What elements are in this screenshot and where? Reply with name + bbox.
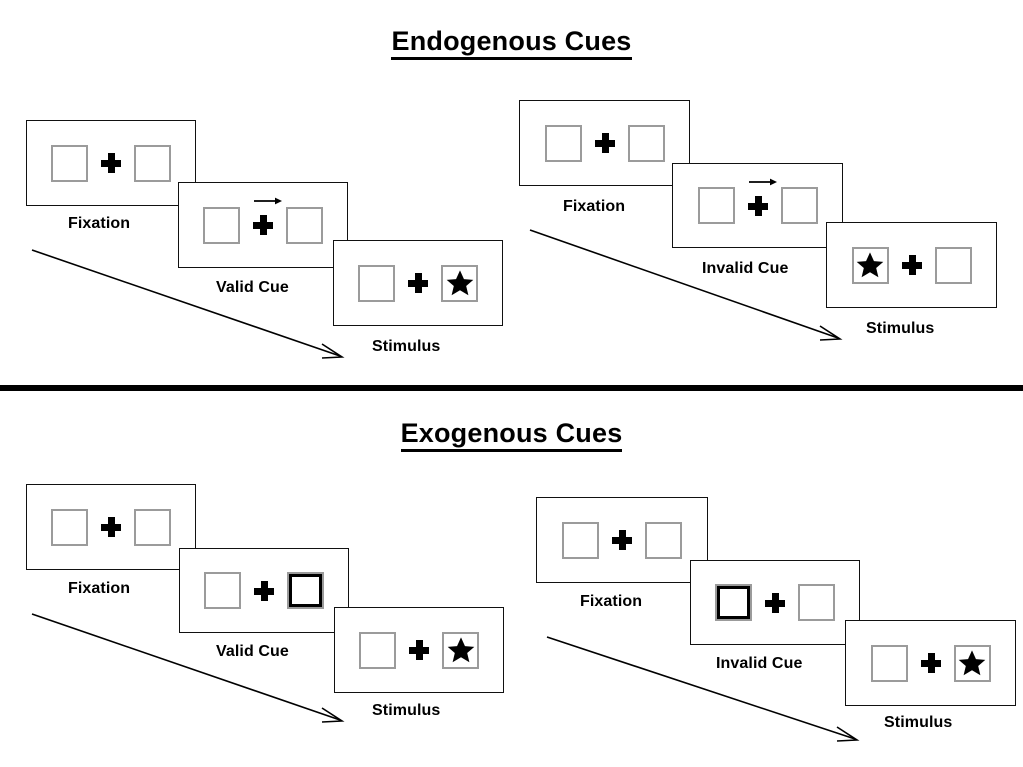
caption-endogenous-valid-fixation: Fixation xyxy=(68,215,131,232)
stimulus-box-right xyxy=(441,264,478,302)
section-title-endogenous-text: Endogenous Cues xyxy=(391,26,632,60)
flow-arrow-exogenous-invalid xyxy=(546,636,860,742)
caption-endogenous-valid-cue: Valid Cue xyxy=(216,279,289,296)
fixation-wrap xyxy=(747,178,777,216)
star-target-icon xyxy=(958,650,986,676)
caption-exogenous-valid-fixation: Fixation xyxy=(68,580,131,597)
star-target-icon xyxy=(447,637,474,663)
panel-exogenous-invalid-fixation xyxy=(536,497,708,583)
stimulus-box-right xyxy=(645,521,682,559)
stimulus-box-left xyxy=(359,631,396,669)
fixation-wrap xyxy=(408,273,428,293)
panel-endogenous-invalid-stimulus xyxy=(826,222,997,308)
caption-exogenous-valid-stimulus: Stimulus xyxy=(372,702,441,719)
fixation-wrap xyxy=(920,653,941,673)
panel-exogenous-valid-cue xyxy=(179,548,349,633)
fixation-wrap xyxy=(101,517,121,537)
caption-exogenous-invalid-stimulus: Stimulus xyxy=(884,714,953,731)
stimulus-box-left xyxy=(562,521,599,559)
fixation-cross-icon xyxy=(101,153,121,173)
stimulus-box-right xyxy=(934,246,972,284)
stimulus-box-left xyxy=(544,124,582,162)
fixation-wrap xyxy=(594,133,615,153)
stimulus-box-right xyxy=(134,508,171,546)
section-title-exogenous: Exogenous Cues xyxy=(0,418,1023,452)
fixation-cross-icon xyxy=(594,133,615,153)
stimulus-box-left xyxy=(51,508,88,546)
panel-endogenous-invalid-fixation xyxy=(519,100,690,186)
fixation-cross-icon xyxy=(920,653,941,673)
panel-endogenous-valid-stimulus xyxy=(333,240,503,326)
flow-arrow-exogenous-valid xyxy=(31,613,345,723)
caption-endogenous-invalid-stimulus: Stimulus xyxy=(866,320,935,337)
stimulus-box-right xyxy=(798,584,835,621)
stimulus-box-left xyxy=(51,144,88,182)
flow-arrow-endogenous-valid xyxy=(31,249,345,359)
caption-exogenous-invalid-fixation: Fixation xyxy=(580,593,643,610)
stimulus-box-right xyxy=(286,206,323,244)
stimulus-box-right xyxy=(442,631,479,669)
fixation-cross-icon xyxy=(254,580,274,601)
fixation-cross-icon xyxy=(765,592,785,613)
panel-exogenous-invalid-stimulus xyxy=(845,620,1016,706)
panel-exogenous-valid-fixation xyxy=(26,484,196,570)
section-title-endogenous: Endogenous Cues xyxy=(0,26,1023,60)
caption-exogenous-invalid-cue: Invalid Cue xyxy=(716,655,803,672)
section-title-exogenous-text: Exogenous Cues xyxy=(400,418,623,452)
cue-arrow-right-icon xyxy=(254,197,282,205)
stimulus-box-left xyxy=(204,572,241,609)
stimulus-box-right-cued xyxy=(287,572,324,609)
fixation-cross-icon xyxy=(901,255,922,275)
fixation-wrap xyxy=(765,592,785,613)
stimulus-box-right xyxy=(134,144,171,182)
caption-endogenous-invalid-fixation: Fixation xyxy=(563,198,626,215)
fixation-wrap xyxy=(612,530,632,550)
star-target-icon xyxy=(446,270,473,296)
fixation-wrap xyxy=(253,197,282,235)
star-target-icon xyxy=(856,252,884,278)
stimulus-box-left xyxy=(203,206,240,244)
caption-endogenous-invalid-cue: Invalid Cue xyxy=(702,260,789,277)
section-divider xyxy=(0,385,1023,391)
fixation-cross-icon xyxy=(747,195,768,216)
fixation-cross-icon xyxy=(253,215,273,235)
stimulus-box-left-cued xyxy=(715,584,752,621)
fixation-wrap xyxy=(101,153,121,173)
panel-endogenous-valid-fixation xyxy=(26,120,196,206)
fixation-cross-icon xyxy=(612,530,632,550)
flow-arrow-endogenous-invalid xyxy=(529,229,843,341)
stimulus-box-right xyxy=(627,124,665,162)
cue-arrow-right-icon xyxy=(748,178,777,185)
caption-endogenous-valid-stimulus: Stimulus xyxy=(372,338,441,355)
stimulus-box-left xyxy=(851,246,889,284)
stimulus-box-left xyxy=(697,187,735,224)
fixation-wrap xyxy=(254,580,274,601)
panel-endogenous-invalid-cue xyxy=(672,163,843,248)
stimulus-box-left xyxy=(358,264,395,302)
panel-exogenous-valid-stimulus xyxy=(334,607,504,693)
fixation-cross-icon xyxy=(408,273,428,293)
fixation-cross-icon xyxy=(101,517,121,537)
panel-exogenous-invalid-cue xyxy=(690,560,860,645)
fixation-wrap xyxy=(901,255,922,275)
stimulus-box-right xyxy=(953,644,991,682)
stimulus-box-left xyxy=(870,644,908,682)
stimulus-box-right xyxy=(780,187,818,224)
panel-endogenous-valid-cue xyxy=(178,182,348,268)
caption-exogenous-valid-cue: Valid Cue xyxy=(216,643,289,660)
fixation-wrap xyxy=(409,640,429,660)
fixation-cross-icon xyxy=(409,640,429,660)
